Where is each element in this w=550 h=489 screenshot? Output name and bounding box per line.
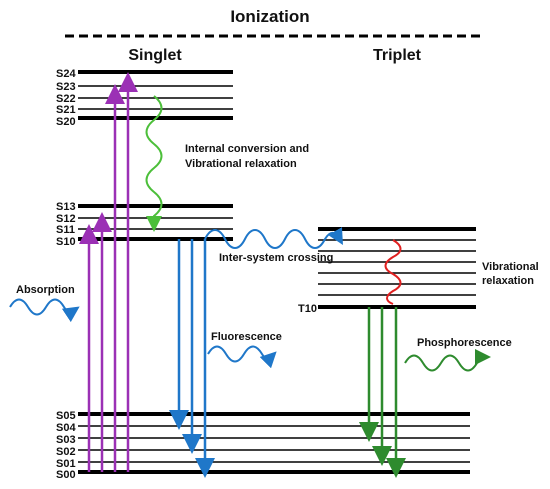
singlet-heading: Singlet [128, 47, 182, 64]
inter-system-crossing-label: Inter-system crossing [219, 252, 333, 264]
fluorescence-label: Fluorescence [211, 331, 282, 343]
internal-conversion-label-line2: Vibrational relaxation [185, 158, 297, 170]
level-label-t10: T10 [298, 303, 317, 315]
triplet-level-group: T10 [298, 227, 476, 315]
level-label-s02: S02 [56, 446, 76, 458]
ionization-title: Ionization [230, 7, 309, 26]
internal-conversion-label-line1: Internal conversion and [185, 143, 309, 155]
level-label-s05: S05 [56, 410, 76, 422]
level-label-s21: S21 [56, 104, 76, 116]
vibrational-relaxation-squiggle [384, 239, 402, 305]
level-label-s00: S00 [56, 469, 76, 481]
level-label-s10: S10 [56, 236, 76, 248]
inter-system-crossing-wave [204, 227, 343, 249]
phosphorescence-arrows [359, 307, 406, 478]
level-label-s23: S23 [56, 81, 76, 93]
level-label-s22: S22 [56, 93, 76, 105]
level-label-s24: S24 [56, 68, 76, 80]
vibrational-relaxation-label-line1: Vibrational [482, 261, 539, 273]
singlet-middle-level-group: S13 S12 S11 S10 [56, 201, 233, 248]
level-label-s01: S01 [56, 458, 76, 470]
internal-conversion-squiggle [145, 95, 163, 232]
level-label-s03: S03 [56, 434, 76, 446]
absorption-photon-wave [9, 298, 80, 323]
triplet-heading: Triplet [373, 47, 422, 64]
absorption-arrows [79, 72, 138, 472]
phosphorescence-label: Phosphorescence [417, 337, 512, 349]
level-label-s20: S20 [56, 116, 76, 128]
level-label-s11: S11 [56, 224, 75, 236]
level-label-s12: S12 [56, 213, 76, 225]
ground-level-group: S05 S04 S03 S02 S01 S00 [56, 410, 470, 481]
phosphorescence-photon-wave [404, 349, 491, 372]
level-label-s13: S13 [56, 201, 76, 213]
absorption-label: Absorption [16, 284, 75, 296]
vibrational-relaxation-label-line2: relaxation [482, 275, 534, 287]
fluorescence-arrows [169, 239, 215, 478]
level-label-s04: S04 [56, 422, 76, 434]
singlet-upper-level-group: S24 S23 S22 S21 S20 [56, 68, 233, 128]
fluorescence-photon-wave [207, 345, 277, 369]
